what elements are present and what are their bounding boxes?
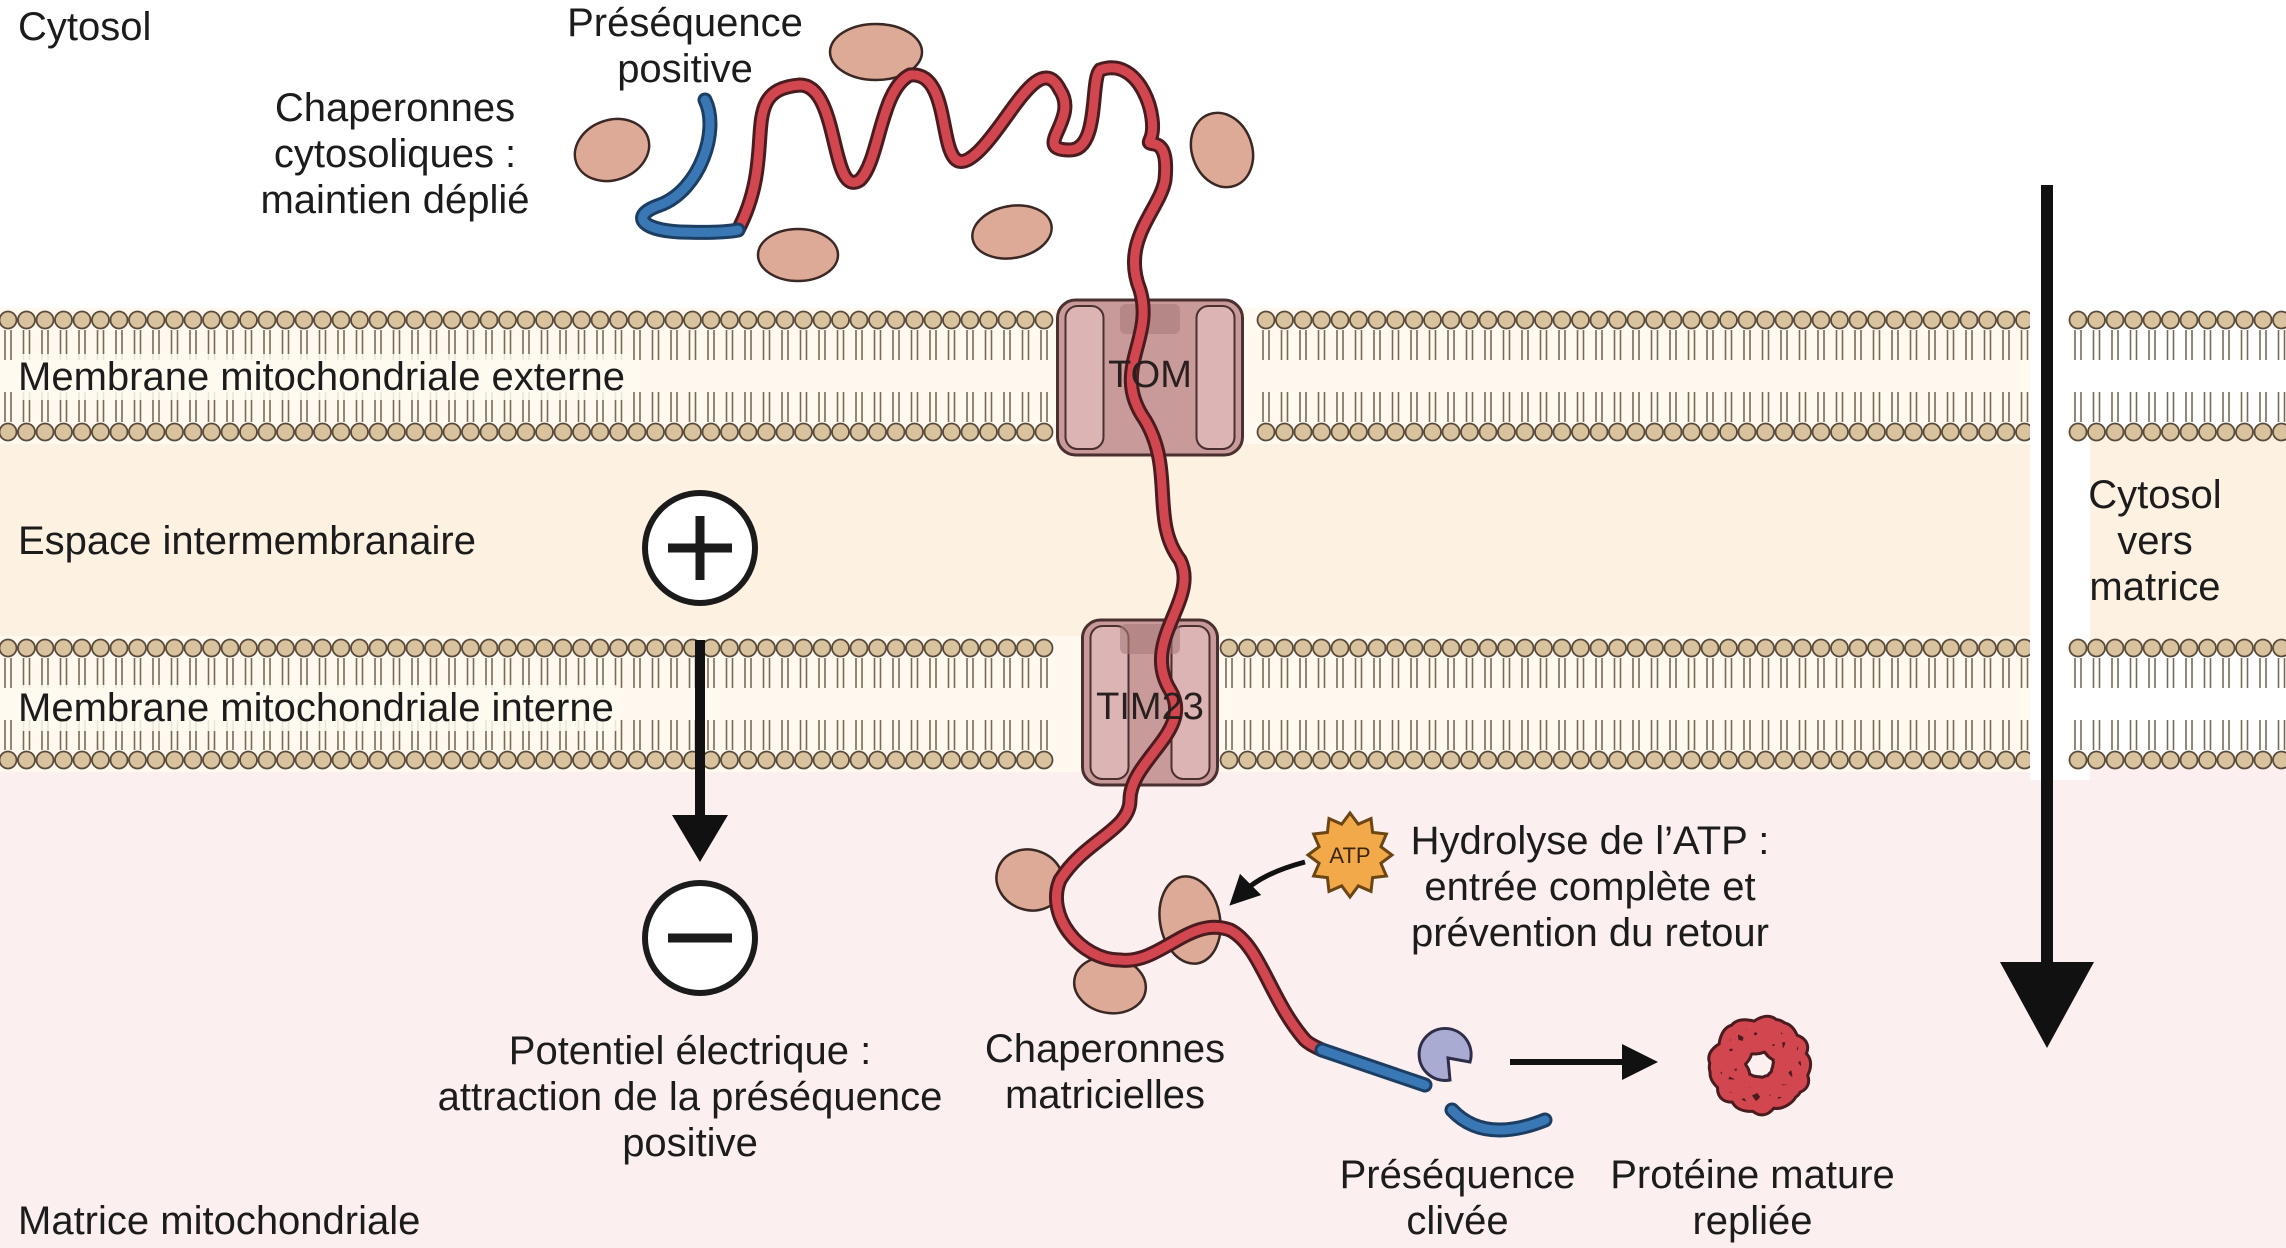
plus-charge	[642, 490, 758, 606]
inner-membrane-bilayer	[0, 636, 2034, 772]
cytosolic-chaperone	[828, 22, 924, 82]
presequence-cytosol-fill	[638, 95, 743, 237]
tom-label: TOM	[1108, 354, 1192, 396]
atp-arrow	[1229, 859, 1306, 906]
cytosol-label: Cytosol	[18, 5, 152, 49]
tim23-complex	[1081, 618, 1219, 787]
outer-membrane-label: Membrane mitochondriale externe	[14, 354, 629, 400]
presequence-label: Préséquence positive	[567, 1, 803, 91]
presequence-matrix-fill	[1317, 1045, 1430, 1090]
direction-arrowhead	[2000, 962, 2094, 1048]
cytosolic-chaperone	[573, 117, 651, 183]
cytosolic-chaperone	[971, 204, 1053, 260]
presequence-cytosol	[635, 92, 746, 240]
mature-protein	[1707, 1014, 1813, 1117]
cytosolic-chaperones-label: Chaperonnes cytosoliques : maintien dépl…	[260, 86, 530, 222]
tim23-label: TIM23	[1096, 686, 1204, 728]
potential-arrowhead	[672, 815, 728, 862]
matrix-chaperones-label: Chaperonnes matricielles	[984, 1027, 1226, 1117]
cleaved-presequence-label: Préséquence clivée	[1339, 1153, 1576, 1243]
matrix-region	[0, 755, 2286, 1248]
matrix-label: Matrice mitochondriale	[18, 1199, 421, 1243]
electrical-potential-label: Potentiel électrique : attraction de la …	[437, 1029, 943, 1165]
atp-hydrolysis-label: Hydrolyse de l’ATP : entrée complète et …	[1410, 819, 1770, 955]
cleaved-presequence-fill	[1447, 1105, 1550, 1135]
inner-membrane-label: Membrane mitochondriale interne	[14, 685, 618, 731]
cytosolic-chaperone	[1189, 111, 1255, 189]
membranes	[0, 300, 2286, 780]
translocase-pores	[1056, 298, 1244, 787]
mature-protein-label: Protéine mature repliée	[1610, 1153, 1895, 1243]
intermembrane-space-region	[0, 430, 2286, 645]
intermembrane-space-label: Espace intermembranaire	[18, 519, 476, 563]
membrane-right-segment	[2068, 310, 2286, 770]
peptidase	[1417, 1027, 1473, 1082]
atp-star: ATP	[1305, 810, 1395, 900]
atp-label: ATP	[1329, 843, 1370, 868]
minus-charge	[642, 880, 758, 996]
cytosolic-chaperone	[756, 227, 840, 283]
protein-chain-fill	[733, 63, 1327, 1055]
direction-label: Cytosol vers matrice	[2088, 473, 2222, 609]
